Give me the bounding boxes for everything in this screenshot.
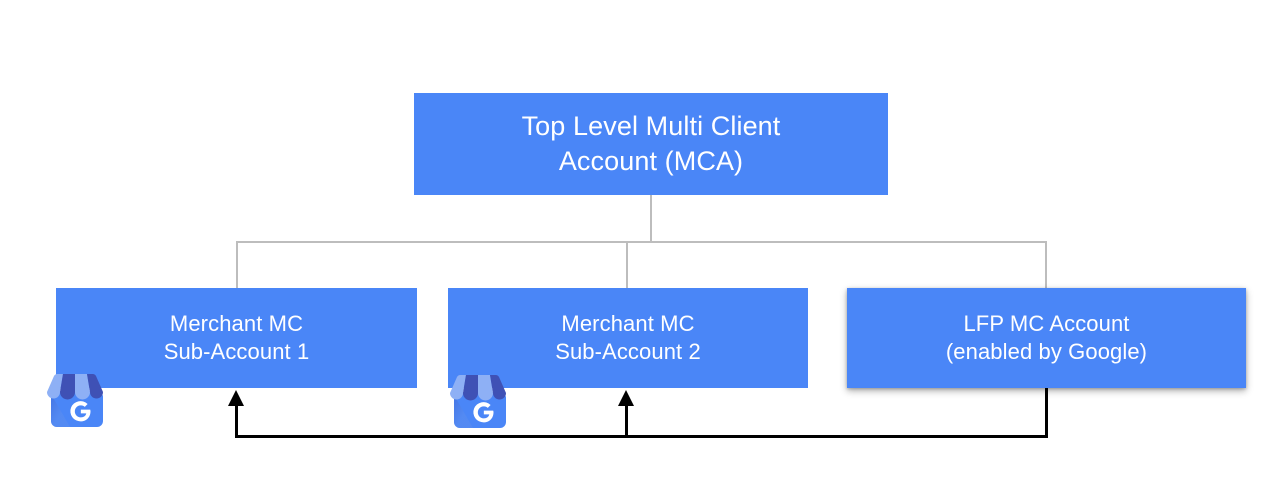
- node-merchant-sub-account-1[interactable]: Merchant MC Sub-Account 1: [56, 288, 417, 388]
- connector-horizontal-bus: [236, 241, 1047, 243]
- connector-drop-sub-account-2: [626, 241, 628, 289]
- node-top-level-mca[interactable]: Top Level Multi Client Account (MCA): [414, 93, 888, 195]
- node-top-level-mca-label: Top Level Multi Client Account (MCA): [521, 111, 781, 176]
- arrowhead-icon-sub-account-1: [228, 390, 244, 406]
- node-merchant-sub-account-1-label: Merchant MC Sub-Account 1: [163, 310, 310, 364]
- node-lfp-mc-account-label: LFP MC Account (enabled by Google): [945, 310, 1148, 364]
- node-merchant-sub-account-2[interactable]: Merchant MC Sub-Account 2: [448, 288, 808, 388]
- flow-arrow-to-sub-account-1: [235, 400, 238, 437]
- flow-arrow-horizontal-bus: [235, 435, 1048, 438]
- arrowhead-icon-sub-account-2: [618, 390, 634, 406]
- flow-arrow-to-sub-account-2: [625, 400, 628, 437]
- connector-drop-lfp-account: [1045, 241, 1047, 289]
- node-lfp-mc-account[interactable]: LFP MC Account (enabled by Google): [847, 288, 1246, 388]
- google-business-profile-icon: [47, 373, 103, 427]
- connector-root-trunk: [650, 195, 652, 243]
- google-business-profile-icon: [450, 374, 506, 428]
- flow-arrow-from-lfp-account: [1045, 388, 1048, 438]
- node-merchant-sub-account-2-label: Merchant MC Sub-Account 2: [555, 310, 701, 364]
- connector-drop-sub-account-1: [236, 241, 238, 289]
